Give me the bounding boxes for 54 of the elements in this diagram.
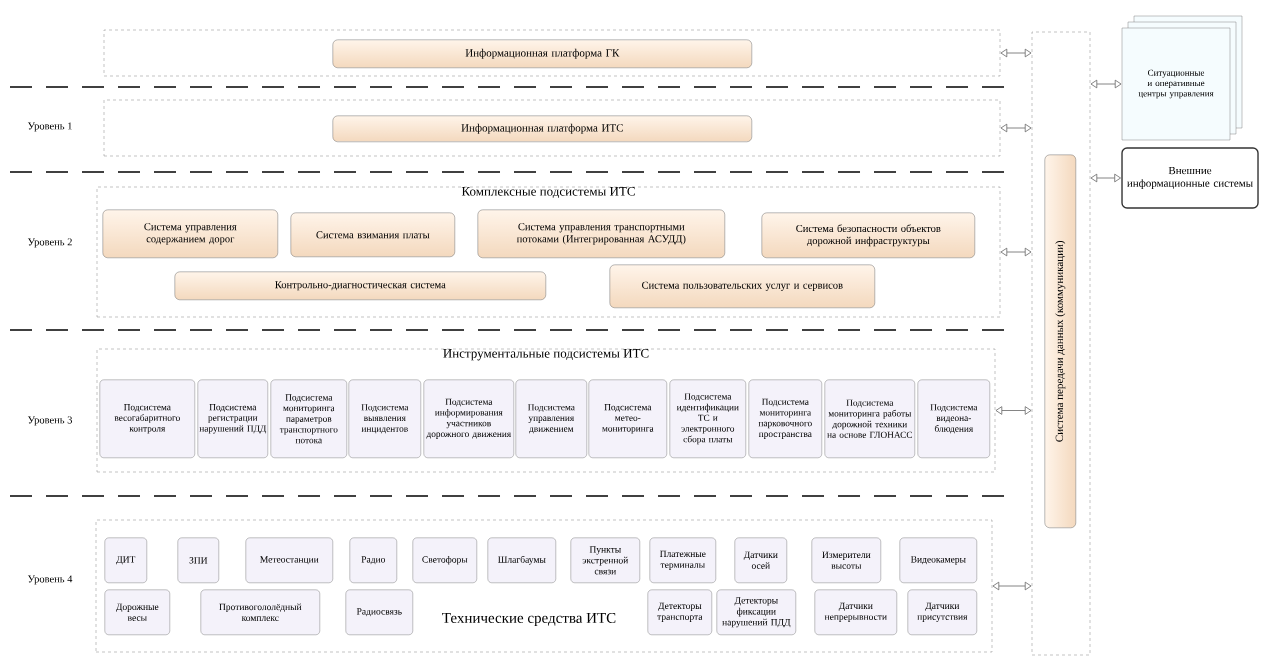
system-box: Система безопасности объектов дорожной инфраструктуры <box>761 212 975 258</box>
level-label: Уровень 2 <box>27 238 72 248</box>
system-box: Система управления содержанием дорог <box>102 209 278 258</box>
double-arrow <box>1090 173 1121 183</box>
subsystem-box: Измерители высоты <box>811 537 881 583</box>
subsystem-box: ЗПИ <box>177 537 219 583</box>
system-box: Система управления транспортными потоками (Интегрированная АСУДД) <box>477 209 725 258</box>
subsystem-box: Подсистема мониторинга параметров транспортного потока <box>270 379 347 458</box>
dashed-frame <box>103 29 1001 77</box>
stacked-pages-box: Ситуационные и оперативные центры управления <box>1121 15 1243 141</box>
subsystem-box: Радиосвязь <box>345 589 413 635</box>
system-box: Система пользовательских услуг и сервисов <box>609 264 875 308</box>
subsystem-box: Датчики осей <box>734 537 787 583</box>
level-label: Уровень 4 <box>27 575 73 585</box>
subsystem-box: Датчики присутствия <box>907 589 977 635</box>
system-box: Контрольно-диагностическая система <box>174 271 546 300</box>
dashed-frame <box>1031 31 1091 656</box>
subsystem-box: Пункты экстренной связи <box>570 537 640 583</box>
double-arrow <box>995 406 1032 415</box>
subsystem-box: Подсистема выявления инцидентов <box>348 379 421 458</box>
subsystem-box: Шлагбаумы <box>487 537 556 583</box>
double-arrow <box>1000 123 1032 133</box>
external-systems-box: Внешние информационные системы <box>1121 147 1259 209</box>
system-box: Информационная платформа ИТС <box>332 115 752 142</box>
subsystem-box: Детекторы фиксации нарушений ПДД <box>716 589 796 635</box>
subsystem-box: Светофоры <box>412 537 477 583</box>
subsystem-box: Подсистема идентификации ТС и электронного сбора платы <box>669 379 746 458</box>
system-box: Информационная платформа ГК <box>332 39 752 68</box>
subsystem-box: Противогололёдный комплекс <box>200 589 320 635</box>
subsystem-box: Подсистема метео-мониторинга <box>588 379 667 458</box>
subsystem-box: Детекторы транспорта <box>647 589 712 635</box>
level-label: Уровень 1 <box>27 122 72 132</box>
subsystem-box: Подсистема информирования участников дорожного движения <box>423 379 514 458</box>
dashed-frame <box>103 99 1001 157</box>
subsystem-box: ДИТ <box>104 537 147 583</box>
double-arrow <box>1000 247 1032 257</box>
subsystem-box: Радио <box>349 537 397 583</box>
double-arrow <box>1090 79 1122 89</box>
subsystem-box: Метеостанции <box>245 537 333 583</box>
double-arrow <box>1000 48 1032 58</box>
subsystem-box: Подсистема весогабаритного контроля <box>99 379 195 458</box>
subsystem-box: Подсистема видеона-блюдения <box>917 379 990 458</box>
subsystem-box: Подсистема управления движением <box>515 379 587 458</box>
data-transmission-bar: Система передачи данных (коммуникации) <box>1044 154 1076 528</box>
subsystem-box: Подсистема мониторинга парковочного пространства <box>748 379 822 458</box>
subsystem-box: Подсистема регистрации нарушений ПДД <box>197 379 268 458</box>
system-box: Система взимания платы <box>290 212 455 257</box>
subsystem-box: Датчики непрерывности <box>814 589 897 635</box>
subsystem-box: Видеокамеры <box>899 537 977 583</box>
double-arrow <box>992 581 1032 591</box>
subsystem-box: Подсистема мониторинга работы дорожной техники на основе ГЛОНАСС <box>824 379 915 458</box>
subsystem-box: Платежные терминалы <box>649 537 716 583</box>
subsystem-box: Дорожные весы <box>104 589 170 635</box>
level-label: Уровень 3 <box>27 416 72 426</box>
